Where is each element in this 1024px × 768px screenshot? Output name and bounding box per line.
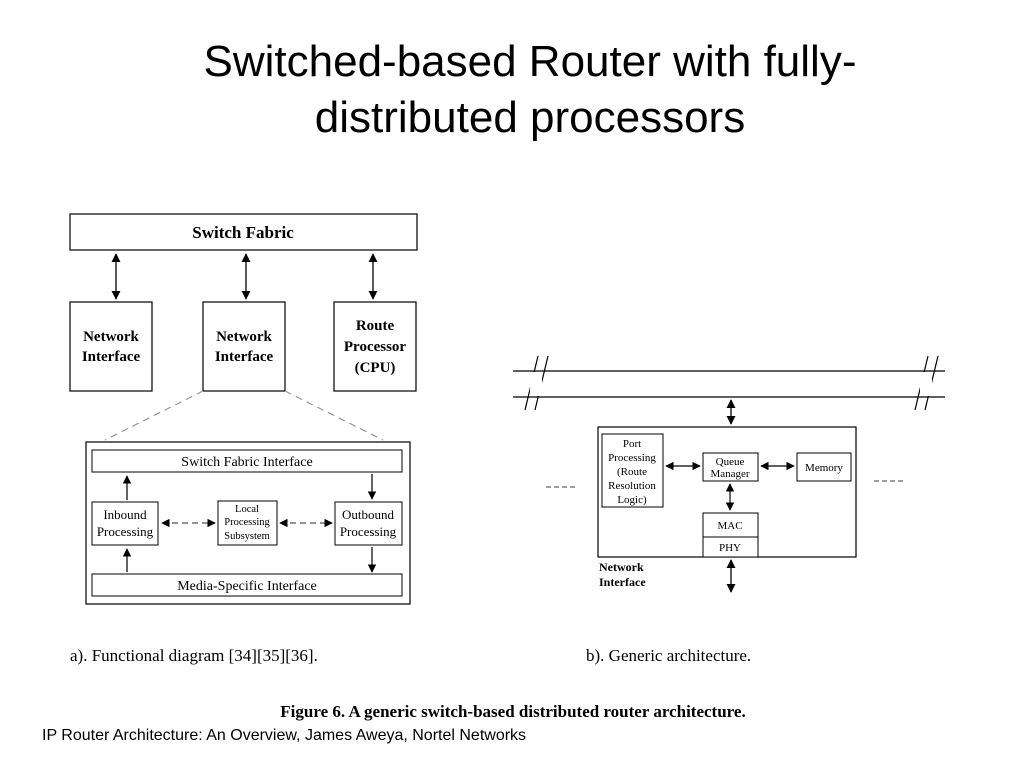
bus-break-gap-right — [920, 372, 932, 396]
port-line-2: Processing — [608, 452, 656, 464]
caption-a: a). Functional diagram [34][35][36]. — [70, 646, 318, 665]
ni-mid-line-1: Network — [216, 329, 272, 345]
generic-architecture-diagram: Port Processing (Route Resolution Logic)… — [513, 355, 945, 665]
network-interface-box-mid — [202, 301, 286, 392]
memory-label: Memory — [805, 462, 843, 474]
inbound-processing-box — [91, 501, 159, 546]
ni-label-line-1: Network — [599, 560, 644, 574]
queue-line-1: Queue — [716, 456, 745, 468]
local-line-2: Processing — [224, 517, 270, 528]
ni-label-line-2: Interface — [599, 575, 646, 589]
slide-title-line-2: distributed processors — [314, 93, 746, 142]
local-line-3: Subsystem — [224, 531, 270, 542]
mac-box — [702, 512, 759, 538]
inbound-line-2: Processing — [97, 524, 154, 539]
queue-line-2: Manager — [710, 468, 749, 480]
local-line-1: Local — [235, 504, 259, 515]
route-line-3: (CPU) — [355, 360, 396, 376]
queue-manager-box — [702, 452, 759, 482]
outbound-line-2: Processing — [340, 524, 397, 539]
port-line-3: (Route — [617, 466, 647, 478]
switch-fabric-interface-box — [91, 449, 403, 473]
outbound-processing-box — [334, 501, 403, 546]
sf-interface-label: Switch Fabric Interface — [181, 455, 312, 470]
slide-footer: IP Router Architecture: An Overview, Jam… — [42, 727, 527, 744]
switch-fabric-box — [69, 213, 418, 251]
media-label: Media-Specific Interface — [177, 579, 317, 594]
mac-label: MAC — [717, 520, 742, 532]
route-line-1: Route — [356, 318, 395, 334]
port-line-4: Resolution — [608, 480, 656, 492]
caption-b: b). Generic architecture. — [586, 646, 751, 665]
zoom-line-right — [284, 390, 384, 441]
memory-box — [796, 452, 852, 482]
port-processing-box — [601, 433, 664, 508]
route-processor-box — [333, 301, 417, 392]
outbound-line-1: Outbound — [342, 507, 395, 522]
local-processing-box — [217, 500, 278, 546]
functional-diagram: Switch Fabric Network Interface Network … — [69, 213, 418, 665]
ni-left-line-2: Interface — [82, 349, 141, 365]
figure-caption: Figure 6. A generic switch-based distrib… — [280, 702, 745, 721]
media-specific-interface-box — [91, 573, 403, 597]
slide-title: Switched-based Router with fully- distri… — [80, 34, 980, 146]
port-line-5: Logic) — [617, 494, 647, 506]
switch-fabric-label: Switch Fabric — [192, 223, 294, 242]
bus-break-gap-left — [530, 372, 542, 396]
ni-left-line-1: Network — [83, 329, 139, 345]
port-line-1: Port — [623, 438, 641, 450]
phy-label: PHY — [719, 542, 741, 554]
route-line-2: Processor — [344, 339, 407, 355]
ni-mid-line-2: Interface — [215, 349, 274, 365]
zoom-line-left — [104, 390, 204, 441]
network-interface-box-left — [69, 301, 153, 392]
phy-box — [702, 536, 759, 558]
inbound-line-1: Inbound — [103, 507, 147, 522]
slide-title-line-1: Switched-based Router with fully- — [203, 37, 857, 86]
